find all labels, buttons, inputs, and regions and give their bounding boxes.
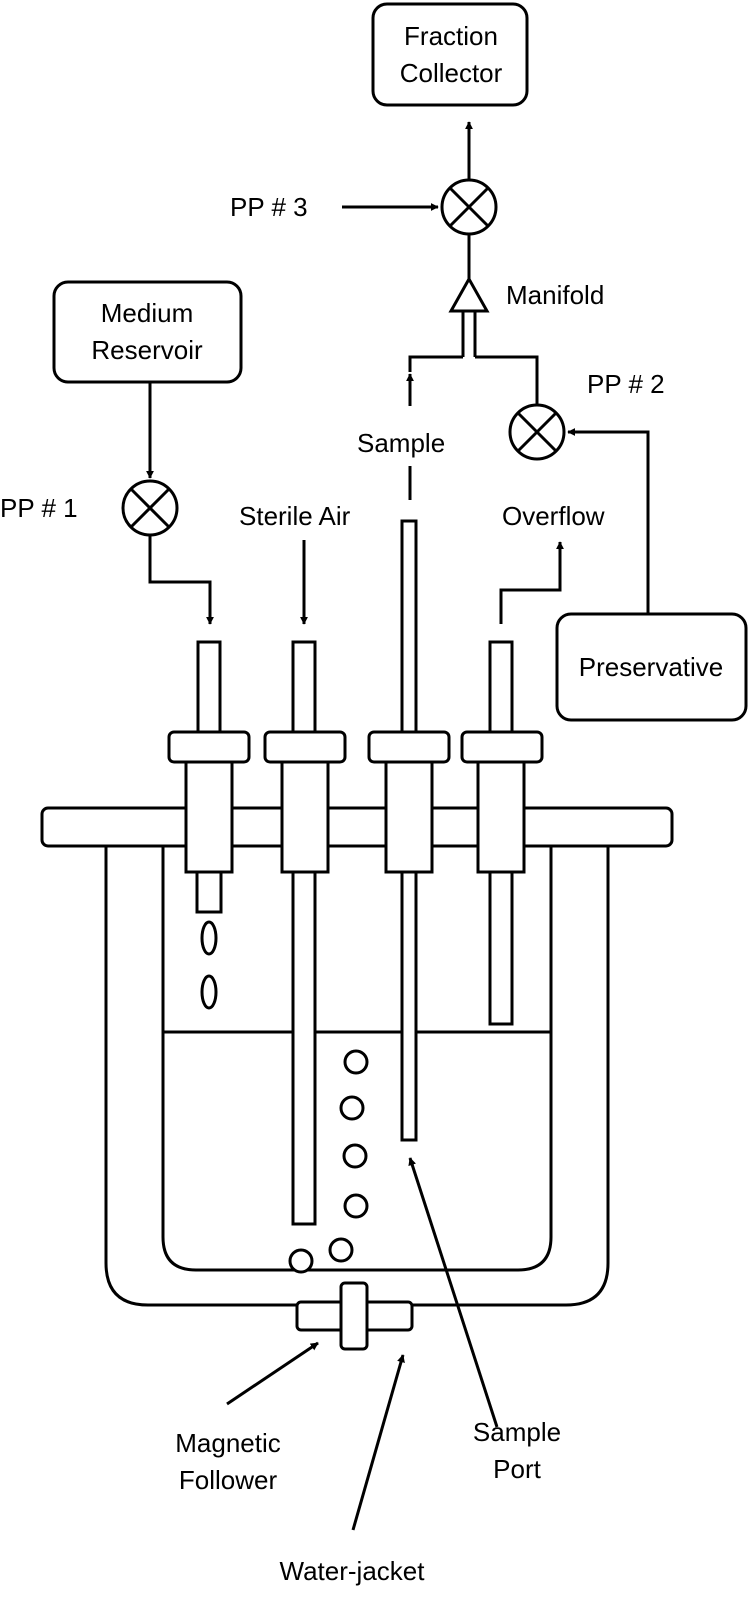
pp2-label: PP # 2 [587, 369, 665, 399]
pp3-label: PP # 3 [230, 192, 308, 222]
overflow-port [460, 640, 544, 1026]
preservative-box: Preservative [555, 612, 748, 722]
pp1-label: PP # 1 [0, 493, 78, 523]
water-jacket-label: Water-jacket [280, 1556, 426, 1586]
medium-reservoir-label-line1: Medium [101, 298, 193, 328]
magnetic-follower-label-line2: Follower [179, 1465, 278, 1495]
sample-port-pointer [408, 1157, 499, 1428]
sample-port-tube [367, 519, 451, 1142]
medium-drop [200, 920, 218, 956]
water-jacket-pointer [351, 1354, 405, 1531]
manifold-to-sample-line [408, 355, 463, 372]
medium-drop [200, 974, 218, 1010]
manifold-label: Manifold [506, 280, 604, 310]
medium-reservoir-box: Medium Reservoir [52, 280, 243, 384]
sterile-air-port [263, 640, 347, 1226]
sample-port-label-line2: Port [493, 1454, 541, 1484]
manifold-symbol [448, 234, 490, 357]
fraction-collector-label-line1: Fraction [404, 21, 498, 51]
magnetic-follower-pointer [226, 1341, 319, 1406]
overflow-arrow [499, 541, 564, 624]
air-bubbles [288, 1049, 369, 1274]
fraction-collector-label-line2: Collector [400, 58, 503, 88]
magnetic-follower-label-line1: Magnetic [175, 1428, 281, 1458]
medium-inlet-port [167, 640, 251, 914]
pp1-to-inlet-arrow [148, 535, 214, 625]
sterile-air-label: Sterile Air [239, 501, 351, 531]
vessel-inner-wall [161, 845, 553, 1272]
manifold-to-pp2-line [475, 355, 539, 405]
preservative-label: Preservative [579, 652, 724, 682]
sample-port-label-line1: Sample [473, 1417, 561, 1447]
medium-reservoir-label-line2: Reservoir [91, 335, 203, 365]
magnetic-follower [295, 1281, 414, 1351]
pump-pp3 [440, 178, 498, 236]
fraction-collector-box: Fraction Collector [371, 2, 529, 107]
pump-pp2 [508, 403, 566, 461]
pump-pp1 [121, 479, 179, 537]
overflow-label: Overflow [502, 501, 605, 531]
vessel-lid [40, 806, 674, 848]
sample-label: Sample [357, 428, 445, 458]
preservative-to-pp2-line [567, 428, 650, 614]
water-jacket-outer-wall [104, 845, 610, 1307]
